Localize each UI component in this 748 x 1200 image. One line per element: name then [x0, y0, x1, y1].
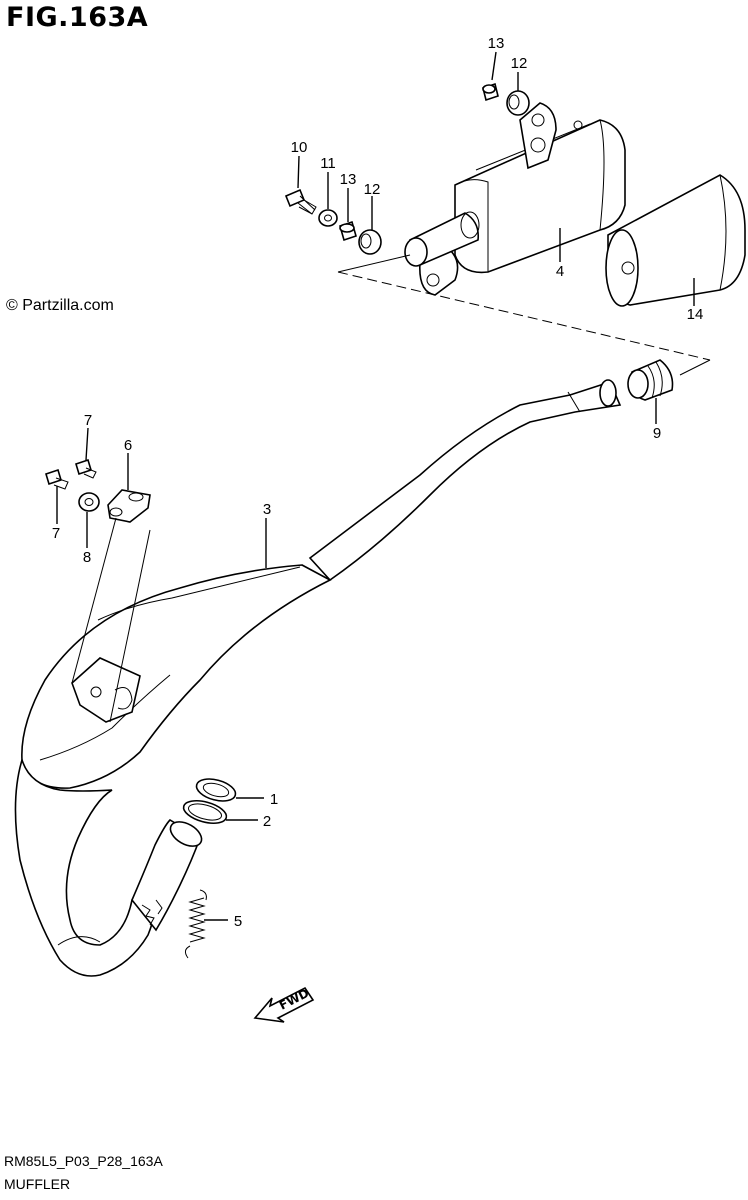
callout-14: 14	[687, 306, 704, 323]
cushion-12-upper[interactable]	[506, 90, 530, 116]
callout-3: 3	[263, 501, 271, 518]
washer-8[interactable]	[78, 492, 100, 512]
gasket-2[interactable]	[181, 797, 229, 828]
washer-11[interactable]	[318, 209, 338, 227]
callout-13-lower: 13	[340, 171, 357, 188]
collar-13-upper[interactable]	[482, 82, 499, 102]
bolt-7-upper[interactable]	[75, 458, 97, 479]
fwd-arrow-icon: FWD	[253, 986, 315, 1023]
callout-12-lower: 12	[364, 181, 381, 198]
callout-7-lower: 7	[52, 525, 60, 542]
figure-title: FIG.163A	[6, 2, 149, 33]
bolt-10[interactable]	[284, 188, 317, 215]
callout-13-upper: 13	[488, 35, 505, 52]
callouts: 13 12 10 11 13 12 4 14 9 7 6 7 8 3 1 2 5	[52, 35, 704, 930]
callout-8: 8	[83, 549, 91, 566]
callout-12-upper: 12	[511, 55, 528, 72]
collar-13-lower[interactable]	[339, 220, 357, 242]
callout-5: 5	[234, 913, 242, 930]
diagram-code: RM85L5_P03_P28_163A	[4, 1153, 163, 1169]
callout-6: 6	[124, 437, 132, 454]
callout-10: 10	[291, 139, 308, 156]
joint-clamp-9[interactable]	[627, 359, 674, 401]
diagram-caption: MUFFLER	[4, 1176, 71, 1192]
silencer-packing-part[interactable]	[605, 174, 746, 307]
callout-4: 4	[556, 263, 564, 280]
leader-lines	[56, 51, 695, 921]
watermark: © Partzilla.com	[6, 297, 114, 314]
callout-7-upper: 7	[84, 412, 92, 429]
exhaust-pipe-part[interactable]	[14, 379, 622, 977]
callout-2: 2	[263, 813, 271, 830]
silencer-part[interactable]	[404, 102, 626, 296]
spring-5[interactable]	[184, 889, 207, 959]
callout-1: 1	[270, 791, 278, 808]
callout-11: 11	[320, 155, 336, 172]
bolt-7-lower[interactable]	[45, 468, 69, 490]
gasket-1[interactable]	[194, 775, 238, 805]
callout-9: 9	[653, 425, 661, 442]
cushion-12-lower[interactable]	[358, 229, 382, 255]
bracket-6[interactable]	[107, 489, 151, 523]
